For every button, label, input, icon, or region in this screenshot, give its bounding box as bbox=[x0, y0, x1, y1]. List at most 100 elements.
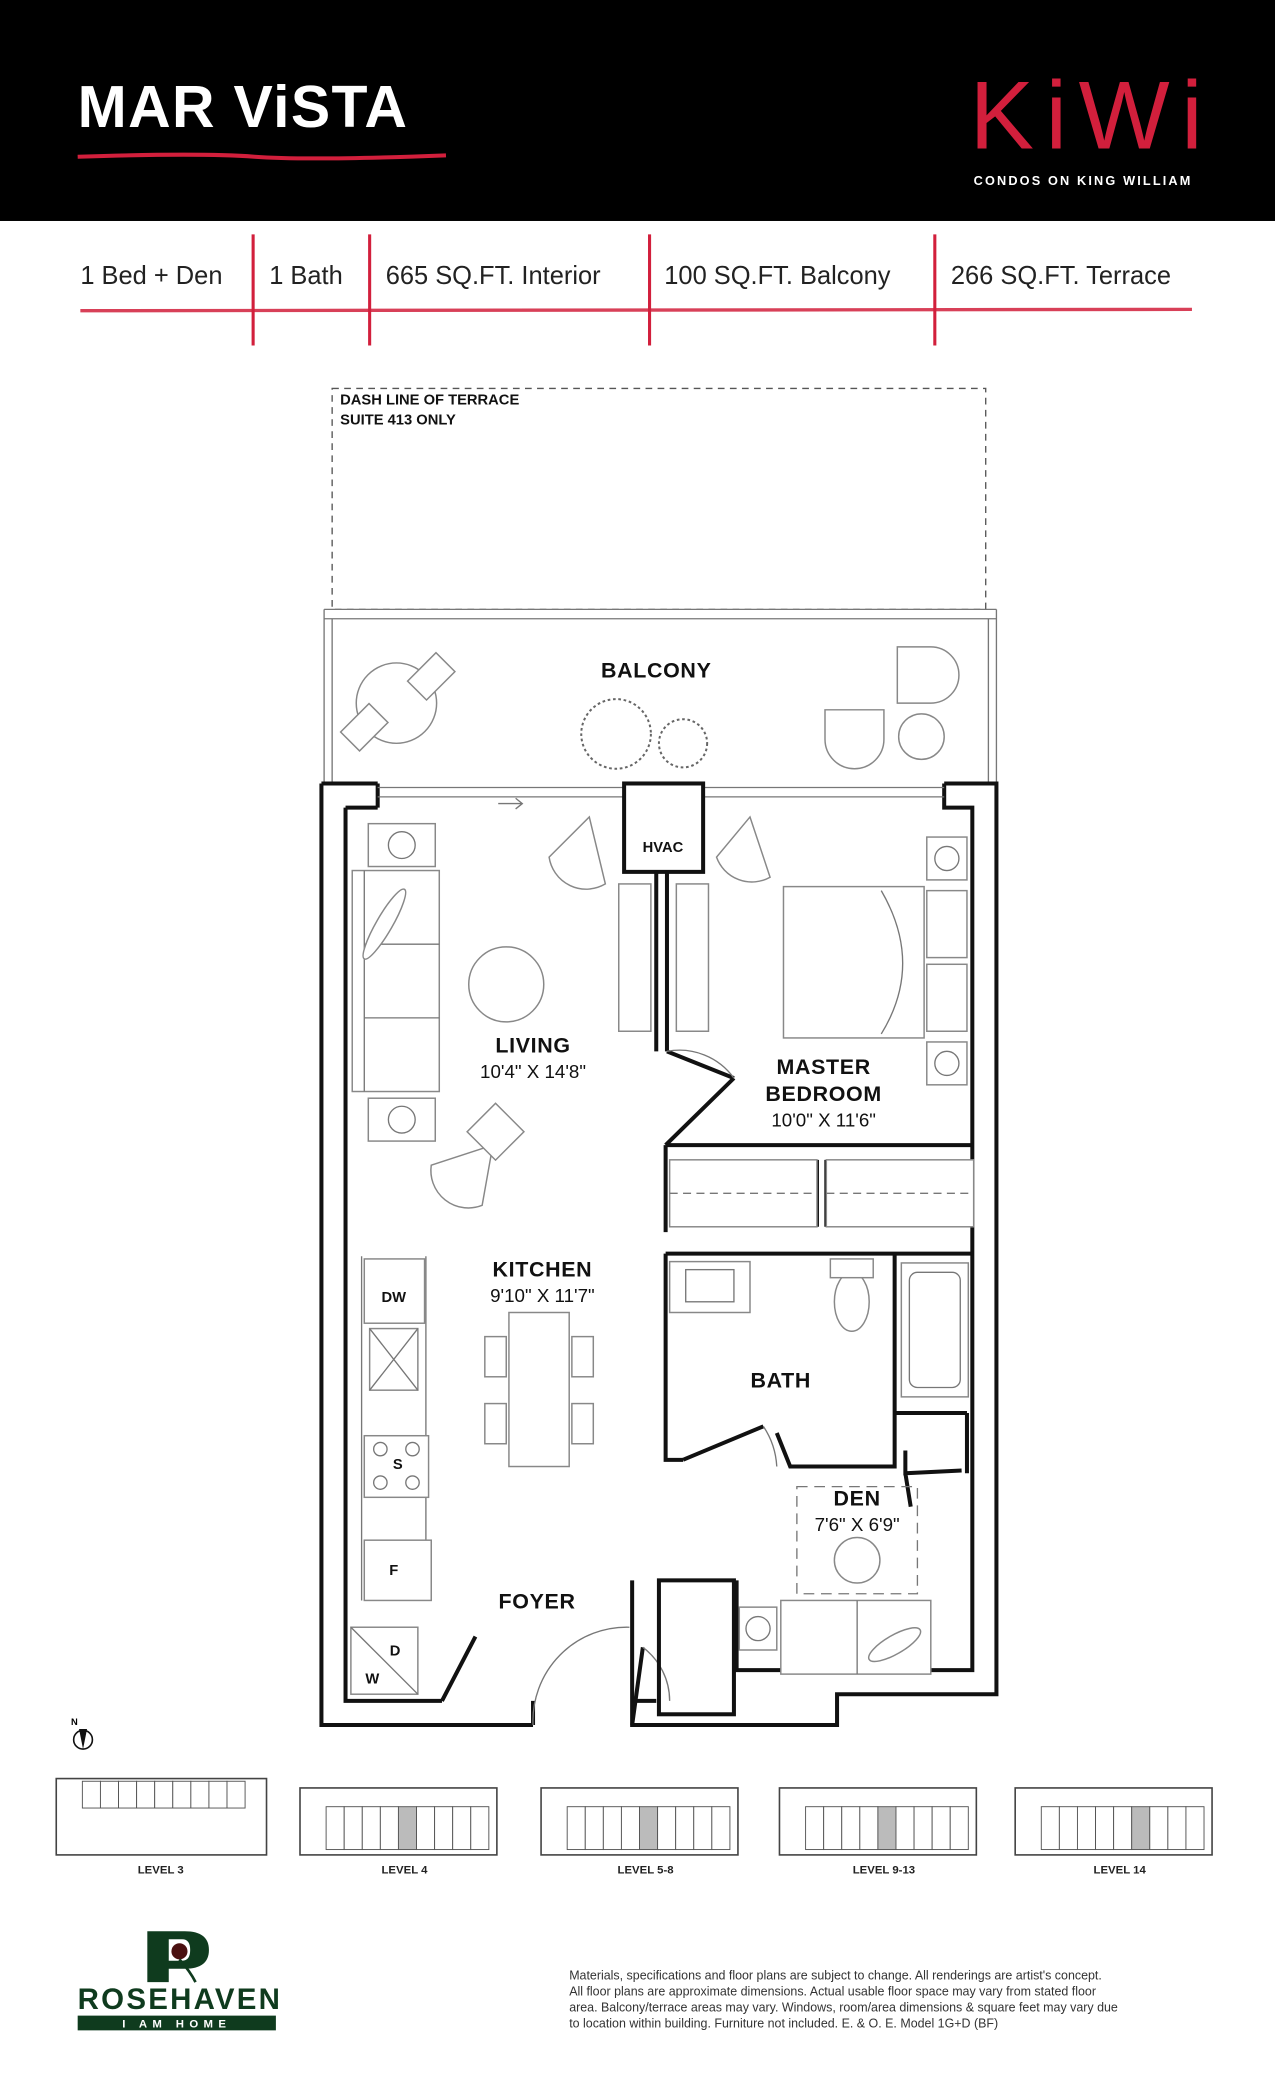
keyplan-suite bbox=[208, 1780, 228, 1809]
keyplan-5: LEVEL 14 bbox=[1014, 1787, 1213, 1877]
rosehaven-logo: ROSEHAVEN I AM HOME bbox=[77, 1931, 280, 2031]
keyplan-suite bbox=[99, 1780, 119, 1809]
plant-icon bbox=[657, 718, 709, 769]
master-bedroom: MASTER BEDROOM 10'0" X 11'6" bbox=[765, 836, 968, 1130]
keyplan-suite bbox=[805, 1806, 825, 1851]
keyplan-suite bbox=[136, 1780, 156, 1809]
disclaimer-line: area. Balcony/terrace areas may vary. Wi… bbox=[569, 2001, 1118, 2015]
spec-bedrooms: 1 Bed + Den bbox=[80, 262, 222, 290]
rosehaven-tagline: I AM HOME bbox=[122, 2019, 231, 2031]
kitchen-dims: 9'10" X 11'7" bbox=[490, 1285, 595, 1306]
hvac-label: HVAC bbox=[643, 840, 684, 856]
balcony-chair bbox=[824, 709, 885, 770]
keyplan-suite bbox=[361, 1806, 381, 1851]
keyplan-suite bbox=[913, 1806, 933, 1851]
terrace-note-suite: SUITE 413 ONLY bbox=[340, 413, 456, 429]
keyplan-suite bbox=[1185, 1806, 1205, 1851]
keyplan-suite bbox=[1095, 1806, 1115, 1851]
keyplan-label: LEVEL 4 bbox=[381, 1865, 428, 1877]
title-underline bbox=[77, 152, 447, 161]
dw-label: DW bbox=[381, 1290, 406, 1306]
keyplan-2: LEVEL 4 bbox=[299, 1787, 498, 1877]
living-room: LIVING 10'4" X 14'8" bbox=[351, 815, 771, 1209]
keyplan-suite bbox=[118, 1780, 138, 1809]
keyplan-suite bbox=[1131, 1806, 1151, 1851]
armchair bbox=[715, 815, 771, 883]
keyplan-suite bbox=[877, 1806, 897, 1851]
end-table bbox=[367, 822, 437, 868]
disclaimer-line: Materials, specifications and floor plan… bbox=[569, 1968, 1102, 1982]
foyer-closet bbox=[656, 1578, 736, 1717]
bath-label: BATH bbox=[751, 1369, 812, 1393]
balcony-side-table bbox=[897, 713, 945, 761]
dining-table bbox=[508, 1311, 570, 1468]
keyplan-suite bbox=[416, 1806, 436, 1851]
dresser bbox=[675, 883, 710, 1032]
keyplan-suite bbox=[639, 1806, 659, 1851]
kitchen-label: KITCHEN bbox=[492, 1257, 592, 1281]
fridge bbox=[363, 1539, 432, 1602]
stove-label: S bbox=[393, 1457, 403, 1473]
disclaimer: Materials, specifications and floor plan… bbox=[569, 1968, 1118, 2030]
side-table bbox=[738, 1606, 778, 1651]
keyplan-suite bbox=[693, 1806, 713, 1851]
keyplan-suite bbox=[1076, 1806, 1097, 1851]
keyplan-suite bbox=[859, 1806, 879, 1851]
keyplan-suite bbox=[172, 1780, 192, 1809]
keyplan-suite bbox=[343, 1806, 363, 1851]
keyplan-suite bbox=[190, 1780, 210, 1809]
terrace-note: DASH LINE OF TERRACE bbox=[340, 392, 519, 408]
master-label-2: BEDROOM bbox=[765, 1082, 881, 1106]
balcony: BALCONY bbox=[323, 608, 998, 784]
header: MAR ViSTA KiWi CONDOS ON KING WILLIAM bbox=[0, 0, 1275, 221]
keyplan-suite bbox=[1113, 1806, 1133, 1851]
spec-balcony: 100 SQ.FT. Balcony bbox=[664, 262, 890, 290]
den-table bbox=[833, 1536, 881, 1584]
bed bbox=[782, 885, 925, 1039]
keyplan-suite bbox=[1040, 1806, 1060, 1851]
nightstand bbox=[926, 836, 968, 881]
keyplan-suite bbox=[584, 1806, 604, 1851]
keyplan-suite bbox=[931, 1806, 951, 1851]
end-table bbox=[367, 1097, 437, 1142]
bathtub bbox=[900, 1262, 970, 1398]
keyplan-suite bbox=[379, 1806, 399, 1851]
bathroom: BATH bbox=[668, 1258, 970, 1398]
dishwasher bbox=[363, 1258, 426, 1324]
den-dims: 7'6" X 6'9" bbox=[815, 1514, 900, 1535]
balcony-chair bbox=[896, 646, 960, 704]
balcony-chair bbox=[339, 702, 390, 752]
keyplan-suite bbox=[226, 1780, 246, 1809]
keyplan-suite bbox=[397, 1806, 417, 1851]
keyplan-suite bbox=[325, 1806, 345, 1851]
chair bbox=[571, 1335, 595, 1378]
keyplan-suite bbox=[949, 1806, 969, 1851]
unit-walls: HVAC bbox=[319, 781, 999, 1728]
balcony-label: BALCONY bbox=[601, 659, 712, 683]
north-arrow-icon: N bbox=[71, 1717, 94, 1750]
keyplan-suite bbox=[566, 1806, 586, 1851]
coffee-table bbox=[468, 946, 545, 1023]
den-label: DEN bbox=[834, 1486, 881, 1510]
ottoman bbox=[466, 1102, 525, 1162]
keyplan-suite bbox=[675, 1806, 695, 1851]
kiwi-logo: KiWi bbox=[970, 63, 1203, 170]
den: DEN 7'6" X 6'9" bbox=[738, 1485, 932, 1675]
nightstand bbox=[926, 1041, 968, 1086]
keyplan-suite bbox=[1058, 1806, 1078, 1851]
chair bbox=[571, 1402, 595, 1445]
chair bbox=[484, 1402, 507, 1445]
rosehaven-monogram bbox=[147, 1931, 209, 1983]
chair bbox=[484, 1335, 507, 1378]
master-dims: 10'0" X 11'6" bbox=[771, 1109, 876, 1130]
hvac-closet bbox=[622, 781, 706, 874]
rosehaven-wordmark: ROSEHAVEN bbox=[78, 1983, 279, 2016]
fridge-label: F bbox=[389, 1563, 398, 1579]
cushion bbox=[867, 1627, 922, 1663]
pillow bbox=[926, 889, 968, 959]
keyplan-label: LEVEL 5-8 bbox=[618, 1865, 674, 1877]
master-label: MASTER bbox=[776, 1055, 870, 1079]
foyer-label: FOYER bbox=[499, 1589, 576, 1613]
keyplan-3: LEVEL 5-8 bbox=[540, 1787, 739, 1877]
